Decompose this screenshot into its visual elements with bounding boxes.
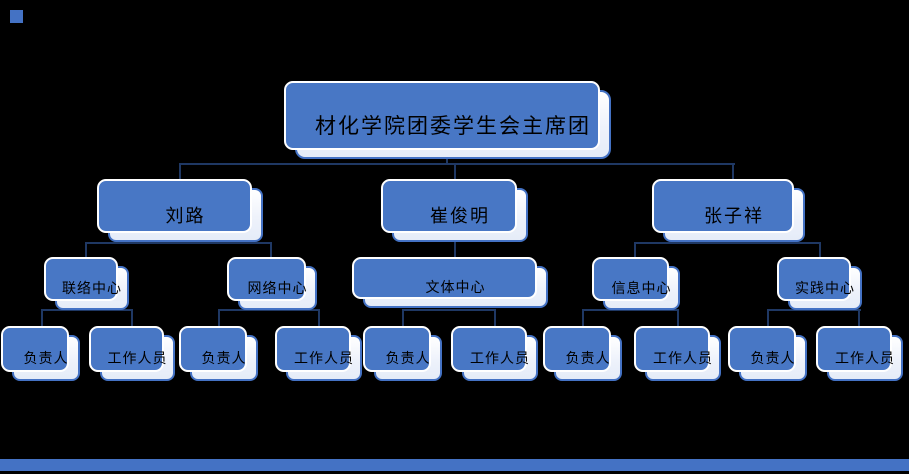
org-node-label: 材化学院团委学生会主席团: [315, 114, 591, 138]
connector-line: [42, 309, 133, 311]
org-node-role[interactable]: 负责人: [728, 326, 807, 381]
org-node-center[interactable]: 文体中心: [352, 257, 548, 308]
slide-corner-decor: [10, 10, 23, 23]
org-node-role[interactable]: 负责人: [363, 326, 442, 381]
org-node-root[interactable]: 材化学院团委学生会主席团: [284, 81, 611, 159]
connector-line: [131, 309, 133, 327]
connector-line: [767, 309, 769, 327]
org-node-center[interactable]: 联络中心: [44, 257, 129, 310]
org-node-leader[interactable]: 张子祥: [652, 179, 805, 242]
connector-line: [402, 309, 404, 327]
connector-line: [819, 242, 821, 258]
connector-line: [318, 309, 320, 327]
connector-line: [403, 309, 496, 311]
org-node-label: 联络中心: [62, 280, 122, 296]
org-node-label: 工作人员: [470, 350, 530, 366]
connector-line: [494, 309, 496, 327]
org-node-label: 文体中心: [425, 279, 486, 295]
org-node-role[interactable]: 工作人员: [89, 326, 175, 381]
org-node-role[interactable]: 负责人: [179, 326, 258, 381]
connector-line: [583, 309, 679, 311]
connector-line: [677, 309, 679, 327]
connector-line: [446, 158, 448, 164]
org-node-label: 负责人: [23, 350, 69, 366]
org-node-label: 刘路: [165, 206, 206, 226]
org-node-label: 信息中心: [611, 280, 672, 296]
org-node-label: 工作人员: [653, 350, 713, 366]
connector-line: [635, 242, 821, 244]
org-node-label: 负责人: [565, 350, 611, 366]
connector-line: [454, 163, 456, 180]
connector-line: [180, 163, 735, 165]
org-node-label: 负责人: [750, 350, 796, 366]
connector-line: [179, 163, 181, 180]
org-node-label: 实践中心: [795, 280, 855, 296]
org-node-role[interactable]: 工作人员: [634, 326, 721, 381]
org-node-role[interactable]: 负责人: [1, 326, 80, 381]
connector-line: [768, 309, 861, 311]
connector-line: [41, 309, 43, 327]
org-node-center[interactable]: 网络中心: [227, 257, 317, 310]
org-node-leader[interactable]: 刘路: [97, 179, 263, 242]
org-node-label: 工作人员: [294, 350, 354, 366]
org-node-leader[interactable]: 崔俊明: [381, 179, 528, 242]
org-node-role[interactable]: 工作人员: [275, 326, 362, 381]
connector-line: [86, 242, 272, 244]
connector-line: [582, 309, 584, 327]
org-node-role[interactable]: 负责人: [543, 326, 622, 381]
connector-line: [634, 242, 636, 258]
org-node-label: 负责人: [385, 350, 431, 366]
slide-bottom-bar: [0, 459, 909, 471]
connector-line: [219, 309, 320, 311]
connector-line: [732, 163, 734, 180]
org-node-role[interactable]: 工作人员: [451, 326, 538, 381]
org-node-label: 工作人员: [107, 350, 168, 366]
org-node-center[interactable]: 实践中心: [777, 257, 862, 310]
org-node-label: 张子祥: [704, 206, 764, 226]
org-node-label: 网络中心: [247, 280, 308, 296]
org-node-label: 崔俊明: [430, 206, 490, 226]
connector-line: [454, 242, 456, 258]
connector-line: [218, 309, 220, 327]
org-node-center[interactable]: 信息中心: [592, 257, 680, 310]
org-node-role[interactable]: 工作人员: [816, 326, 903, 381]
connector-line: [858, 309, 860, 327]
org-node-label: 工作人员: [835, 350, 895, 366]
connector-line: [85, 242, 87, 258]
org-node-label: 负责人: [201, 350, 247, 366]
connector-line: [270, 242, 272, 258]
